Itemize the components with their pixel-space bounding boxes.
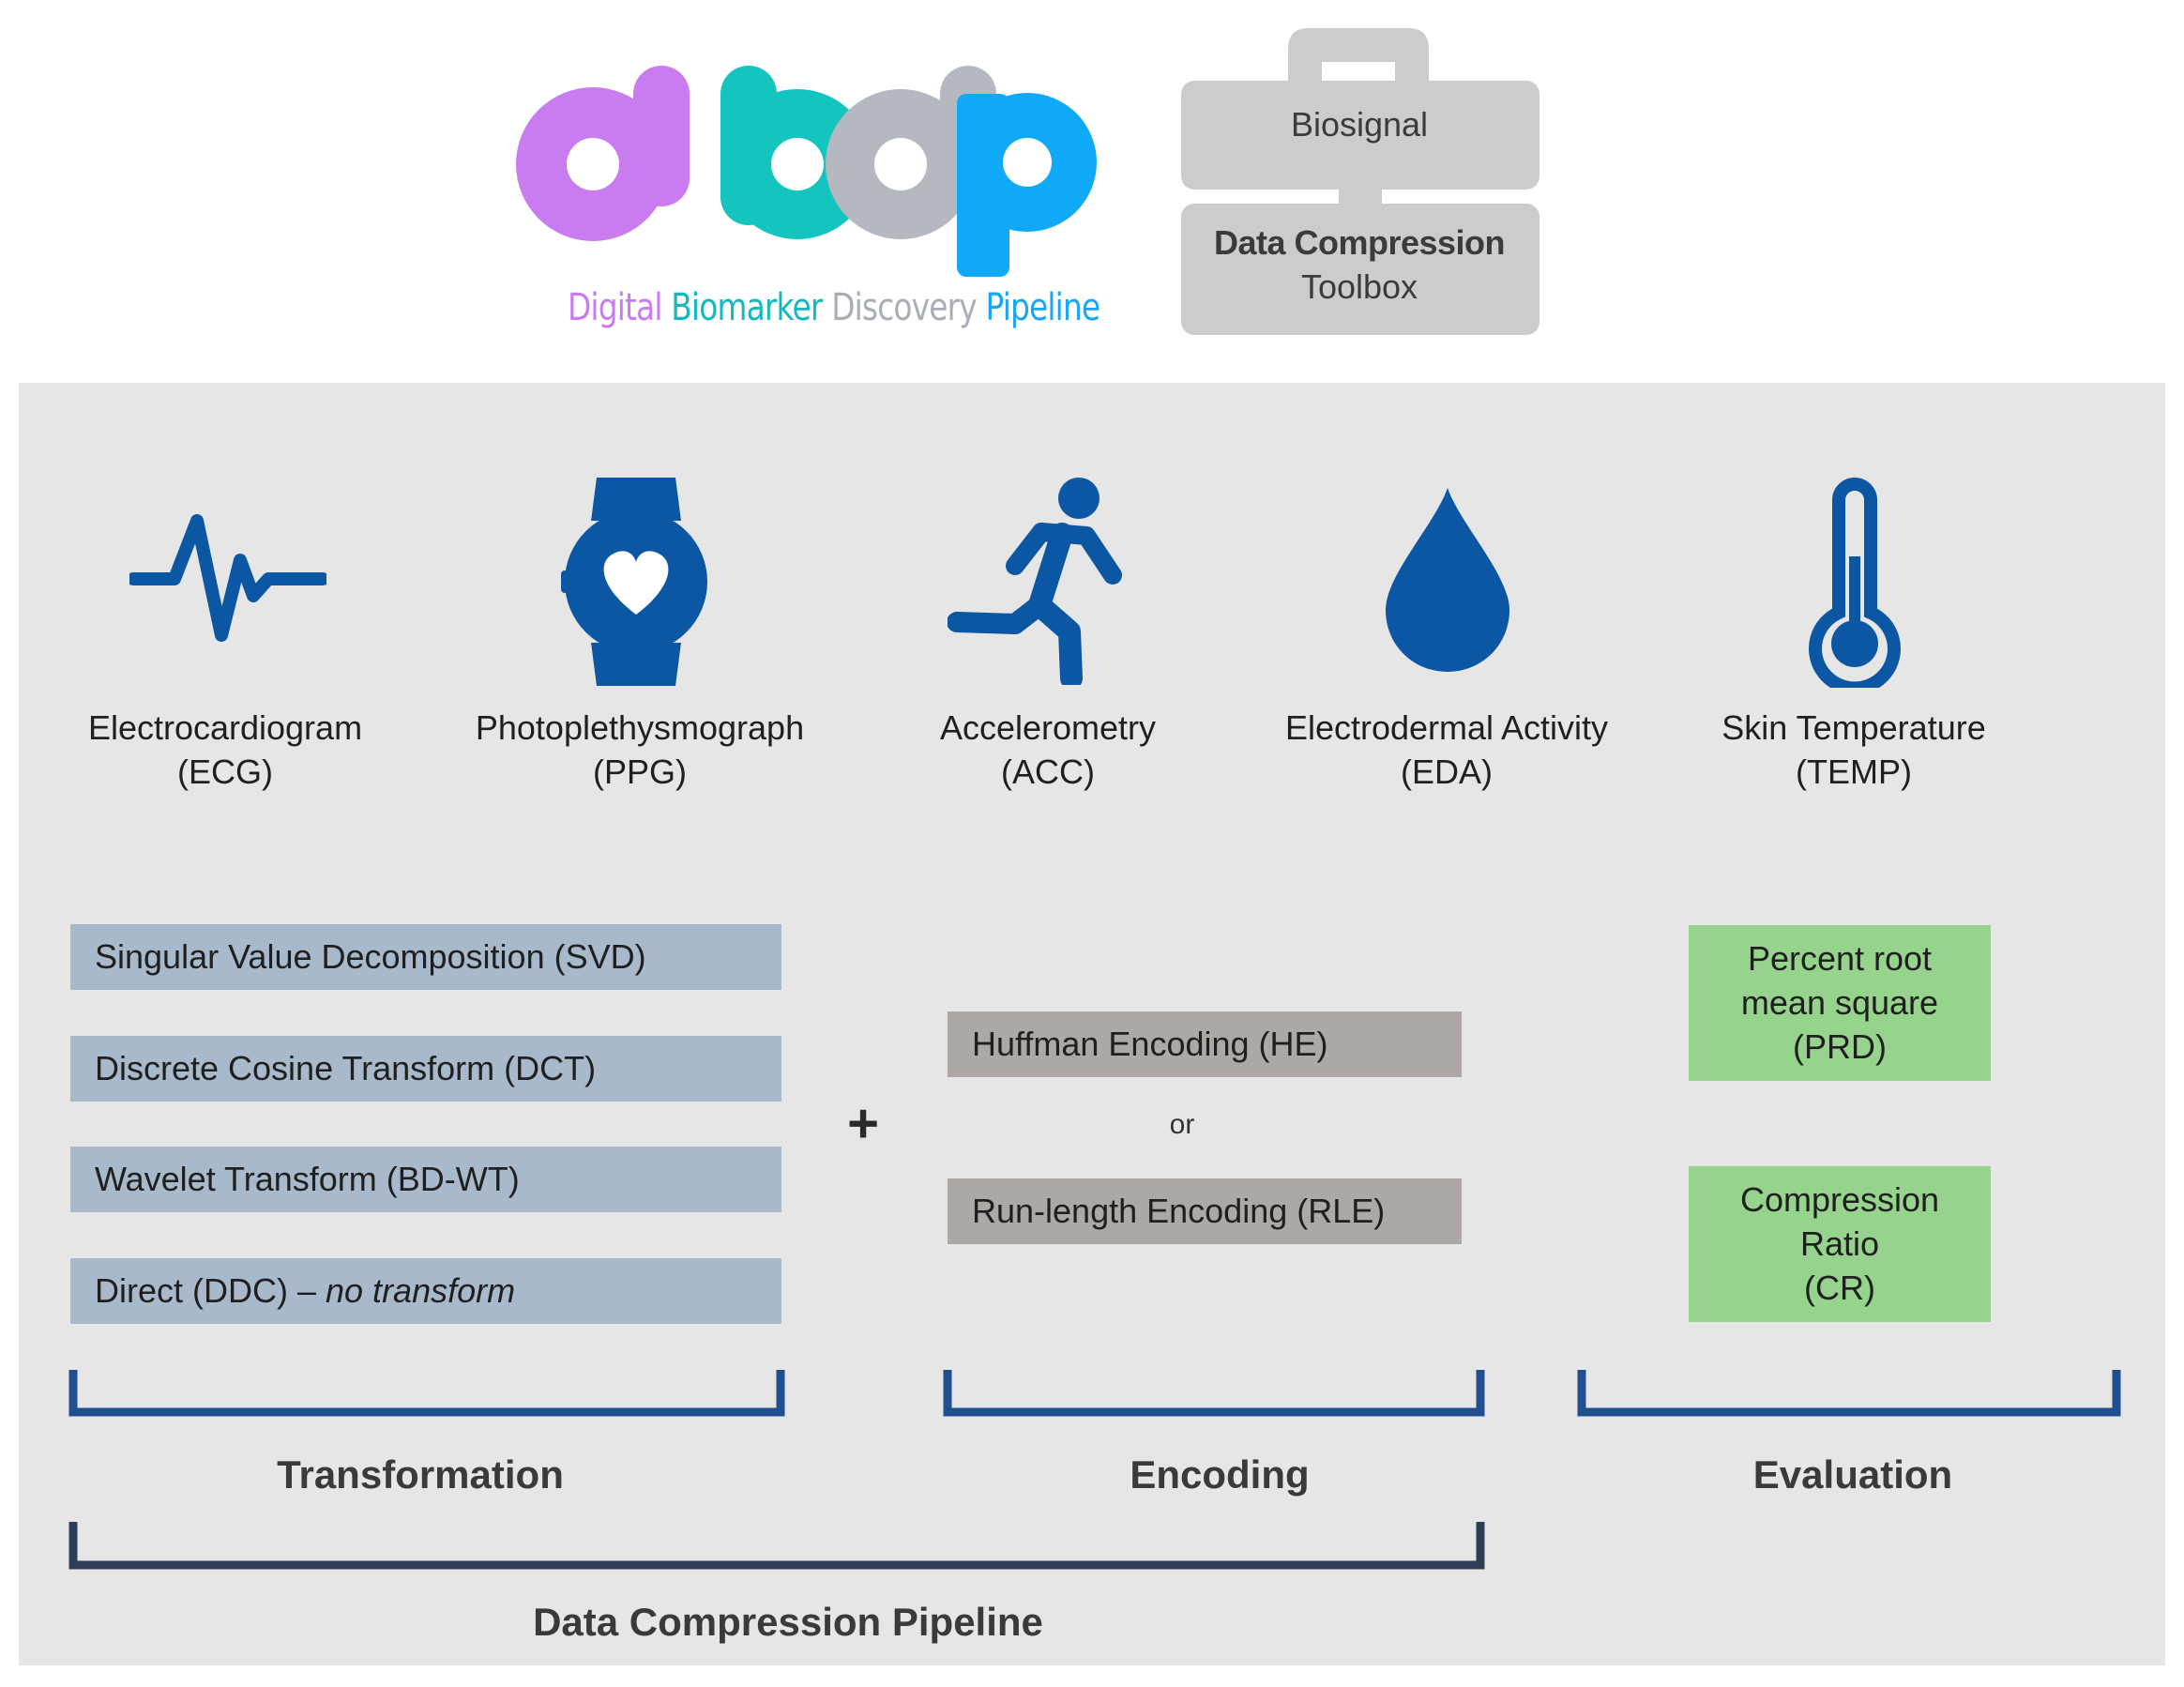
water-drop-icon [1386,488,1509,672]
thermometer-icon [1809,478,1901,688]
metric-line: Compression [1739,1180,1940,1219]
metric-line: mean square [1740,983,1939,1022]
signal-name: Electrocardiogram [87,708,363,747]
signal-label-ppg: Photoplethysmograph (PPG) [433,706,846,794]
toolbox-subtitle: Toolbox [1300,267,1418,306]
smartwatch-heart-icon [561,478,707,686]
stage-label-encoding: Encoding [1130,1452,1310,1497]
pipeline-label: Data Compression Pipeline [533,1600,1043,1644]
logo-letter-b-teal [720,66,872,239]
metric-line: (PRD) [1793,1027,1887,1066]
evaluation-bracket [1577,1370,2121,1417]
transform-svd-box: Singular Value Decomposition (SVD) [70,924,781,990]
signal-abbreviation: (ECG) [177,752,273,791]
metric-line: (CR) [1804,1269,1875,1307]
stage-label-transformation: Transformation [277,1452,564,1497]
signal-name: Electrodermal Activity [1284,708,1609,747]
toolbox-title: Data Compression [1213,223,1506,262]
signal-label-eda: Electrodermal Activity (EDA) [1240,706,1653,794]
signal-label-acc: Accelerometry (ACC) [842,706,1254,794]
or-text: or [1169,1109,1195,1140]
dbdp-logo [516,66,1097,277]
signal-name: Accelerometry [939,708,1157,747]
tagline-pipeline: Pipeline [985,286,1100,329]
metric-line: Percent root [1747,939,1933,978]
stage-label-evaluation: Evaluation [1752,1452,1953,1497]
signal-abbreviation: (EDA) [1401,752,1493,791]
transform-wavelet-box: Wavelet Transform (BD-WT) [70,1147,781,1212]
pipeline-bracket [68,1522,1485,1570]
direct-italic: no transform [326,1271,516,1310]
toolbox-biosignal-label: Biosignal [1290,105,1429,144]
tagline-digital: Digital [568,286,662,329]
transform-direct-box: Direct (DDC) – no transform [70,1258,781,1324]
encoding-rle-box: Run-length Encoding (RLE) [948,1178,1462,1244]
tagline-biomarker: Biomarker [671,286,823,329]
metric-line: Ratio [1799,1224,1880,1263]
ecg-waveform-icon [129,514,326,642]
signal-label-temp: Skin Temperature (TEMP) [1647,706,2060,794]
signal-abbreviation: (ACC) [1001,752,1095,791]
logo-letter-d-purple [516,66,690,241]
running-person-icon [948,478,1122,685]
logo-tagline: Digital Biomarker Discovery Pipeline [568,286,1100,329]
logo-letter-p-blue [957,93,1097,277]
direct-prefix: Direct (DDC) – [95,1271,326,1310]
signal-name: Photoplethysmograph [475,708,805,747]
metric-cr-box: Compression Ratio (CR) [1689,1166,1991,1322]
signal-abbreviation: (PPG) [592,752,687,791]
tagline-discovery: Discovery [831,286,977,329]
transform-dct-box: Discrete Cosine Transform (DCT) [70,1036,781,1102]
signal-label-ecg: Electrocardiogram (ECG) [19,706,432,794]
transformation-bracket [68,1370,785,1417]
signal-abbreviation: (TEMP) [1796,752,1912,791]
encoding-huffman-box: Huffman Encoding (HE) [948,1011,1462,1077]
toolbox-icon [1181,28,1539,335]
plus-symbol: + [847,1093,879,1154]
signal-name: Skin Temperature [1721,708,1986,747]
encoding-bracket [943,1370,1485,1417]
metric-prd-box: Percent root mean square (PRD) [1689,925,1991,1081]
